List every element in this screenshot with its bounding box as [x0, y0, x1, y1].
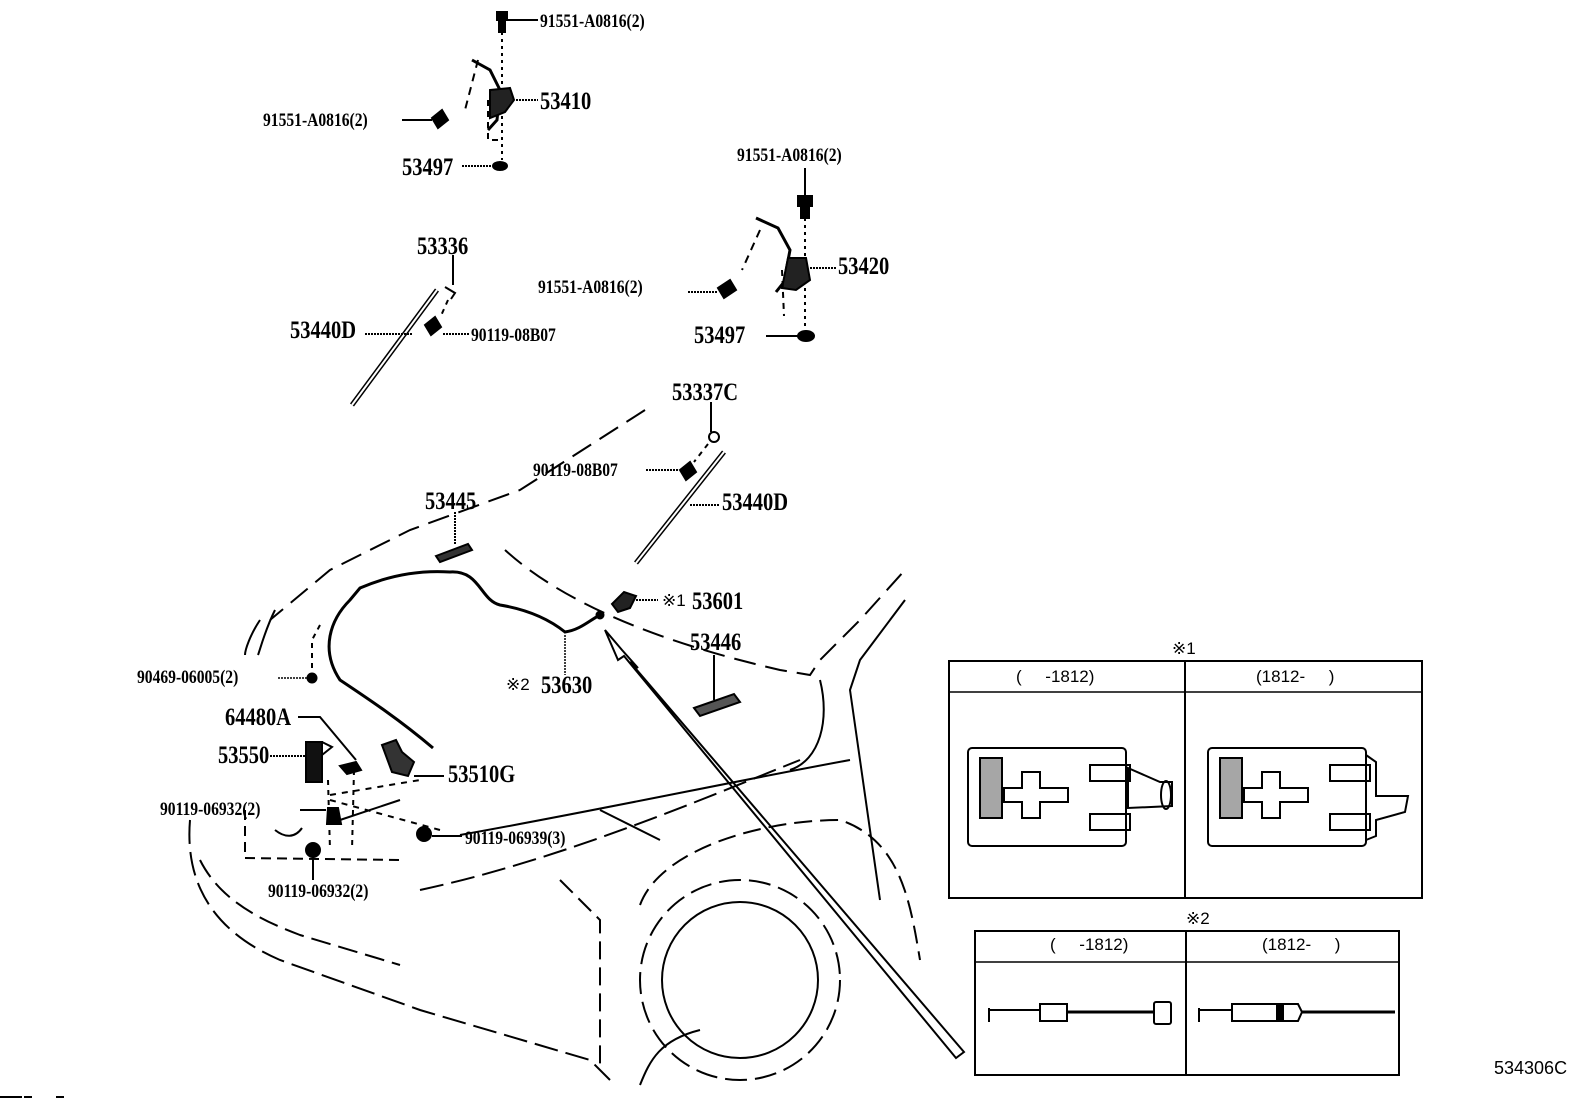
inset2-drawings	[976, 932, 1398, 1074]
callout-53336[interactable]: 53336	[417, 233, 469, 260]
callout-90119-08B07-left[interactable]: 90119-08B07	[471, 325, 556, 346]
callout-90469-06005[interactable]: 90469-06005(2)	[137, 667, 239, 688]
callout-91551-A0816-right-top[interactable]: 91551-A0816(2)	[737, 145, 842, 166]
inset2-right-header: (1812- )	[1262, 935, 1341, 954]
callout-53497-right[interactable]: 53497	[694, 322, 746, 349]
inset2-frame	[974, 930, 1400, 1076]
callout-53601[interactable]: 53601	[692, 588, 744, 615]
diagram-code: 534306C	[1494, 1058, 1568, 1078]
callout-91551-A0816-right-mid[interactable]: 91551-A0816(2)	[538, 277, 643, 298]
callout-53337C[interactable]: 53337C	[672, 379, 739, 406]
small-parts-drawing	[434, 512, 742, 718]
inset1-left-header: ( -1812)	[1016, 667, 1095, 686]
callout-53510G[interactable]: 53510G	[448, 761, 516, 788]
callout-91551-A0816-left[interactable]: 91551-A0816(2)	[263, 110, 368, 131]
callout-53440D-left[interactable]: 53440D	[290, 317, 357, 344]
hood-lock-drawing	[244, 716, 462, 880]
inset2-title: ※2	[1186, 909, 1210, 928]
note1-marker: ※1	[662, 591, 686, 610]
callout-53445[interactable]: 53445	[425, 488, 477, 515]
strut-left-drawing	[349, 255, 470, 407]
callout-53410[interactable]: 53410	[540, 88, 592, 115]
inset1-frame	[948, 660, 1423, 899]
callout-90119-08B07-right[interactable]: 90119-08B07	[533, 460, 618, 481]
inset1-drawings	[950, 662, 1421, 897]
callout-90119-06932-lower[interactable]: 90119-06932(2)	[268, 881, 369, 902]
strut-right-drawing	[634, 402, 726, 565]
release-cable-drawing	[278, 570, 605, 750]
car-body-drawing	[188, 409, 921, 1086]
callout-53440D-right[interactable]: 53440D	[722, 489, 789, 516]
hinge-left-drawing	[402, 11, 538, 171]
note2-marker: ※2	[506, 675, 530, 694]
callout-53446[interactable]: 53446	[690, 629, 742, 656]
callout-53497-top[interactable]: 53497	[402, 154, 454, 181]
inset1-right-header: (1812- )	[1256, 667, 1335, 686]
hinge-right-drawing	[688, 168, 836, 342]
callout-90119-06932-upper[interactable]: 90119-06932(2)	[160, 799, 261, 820]
callout-53630[interactable]: 53630	[541, 672, 593, 699]
callout-91551-A0816-top[interactable]: 91551-A0816(2)	[540, 11, 645, 32]
callout-64480A[interactable]: 64480A	[225, 704, 292, 731]
inset1-title: ※1	[1172, 639, 1196, 658]
callout-53550[interactable]: 53550	[218, 742, 270, 769]
callout-53420[interactable]: 53420	[838, 253, 890, 280]
location-arrow	[604, 629, 966, 1060]
callout-90119-06939[interactable]: 90119-06939(3)	[465, 828, 566, 849]
inset2-left-header: ( -1812)	[1050, 935, 1129, 954]
